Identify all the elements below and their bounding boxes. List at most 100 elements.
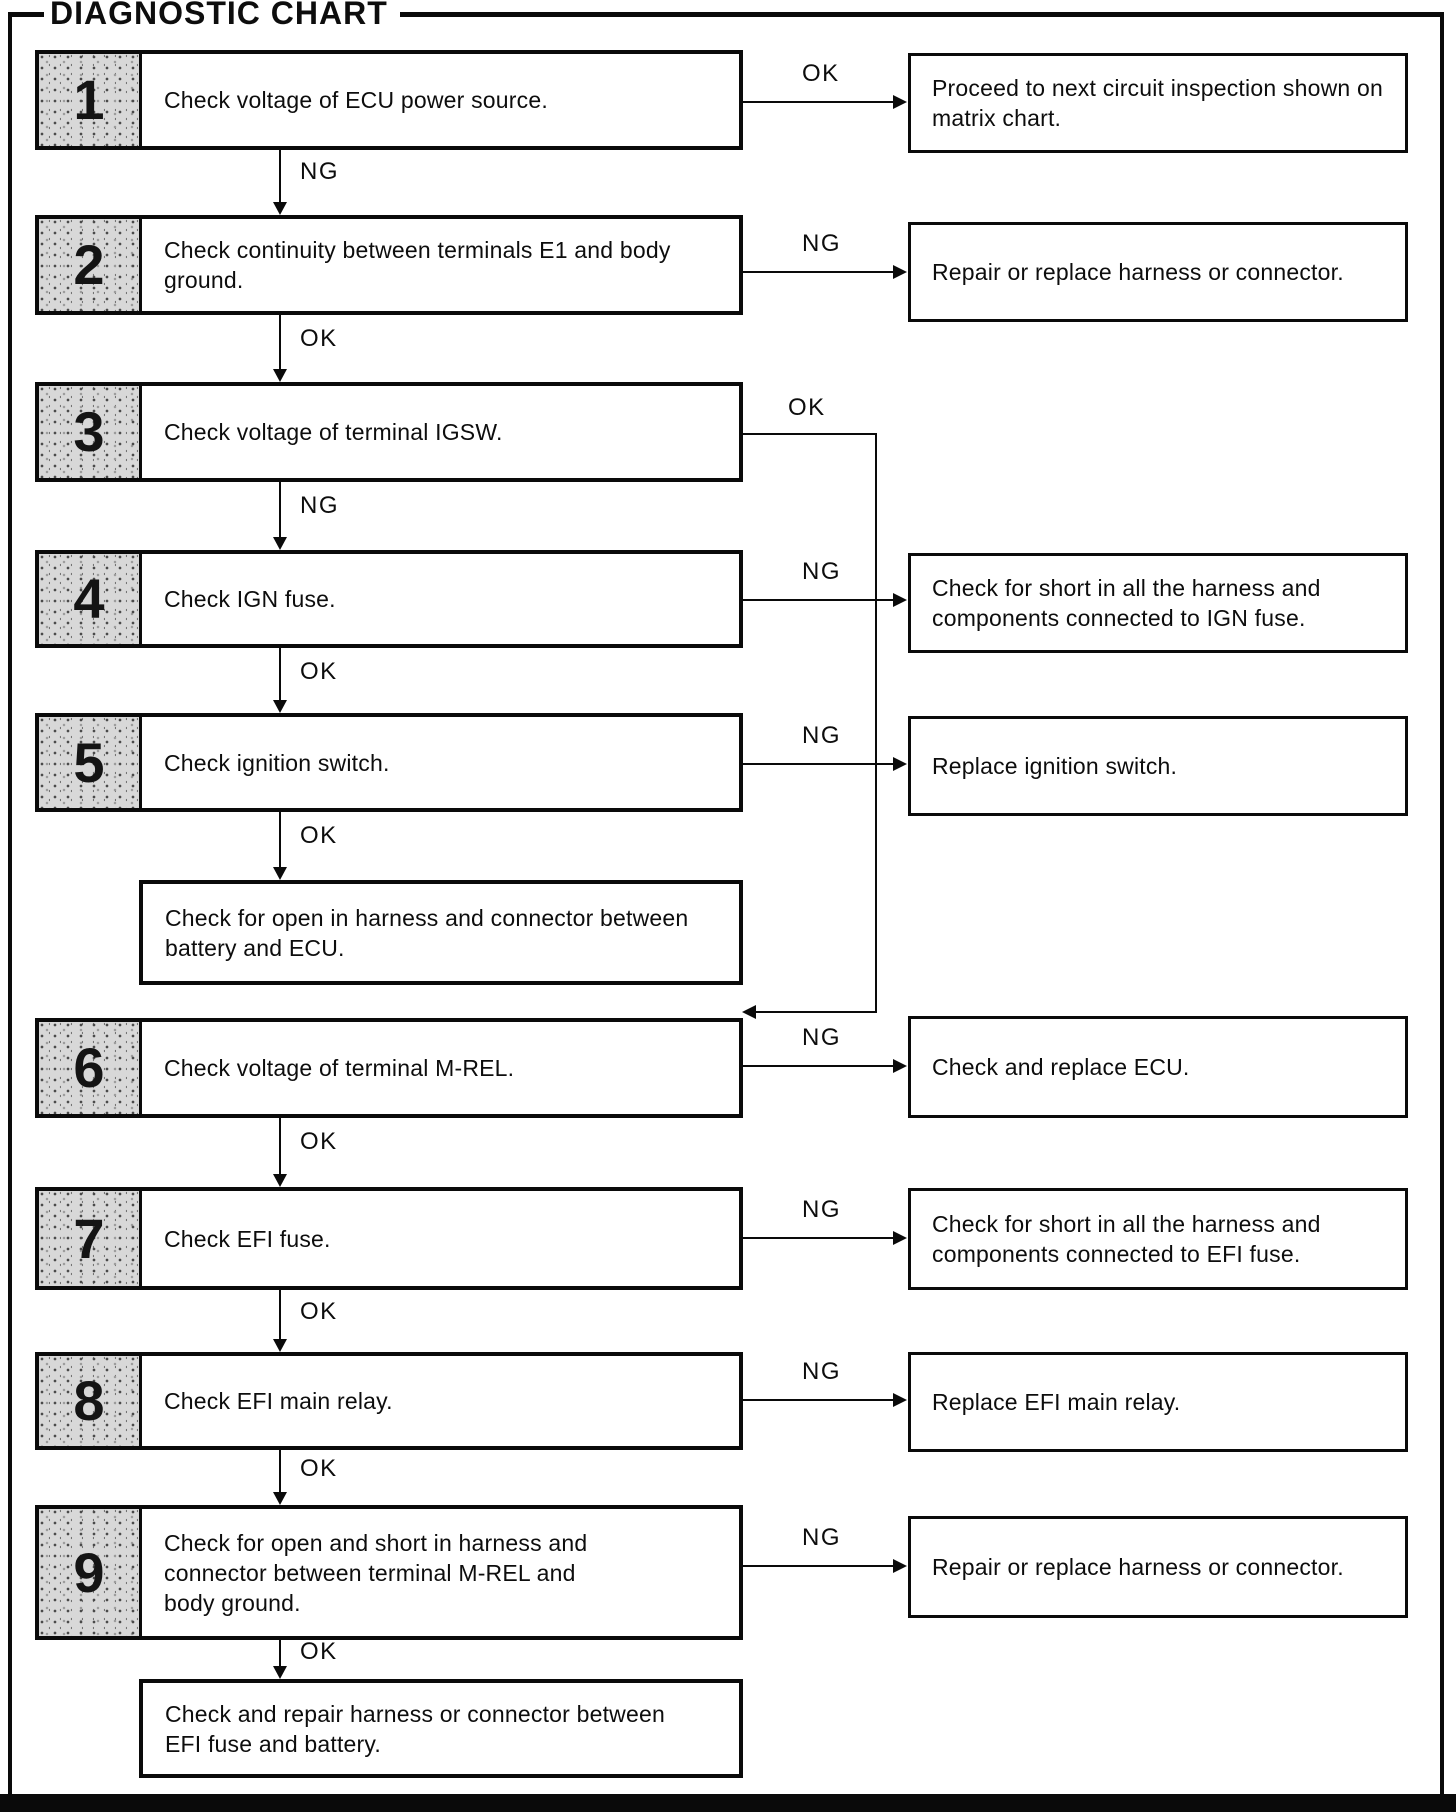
connector-8-9 [279,1450,281,1493]
step-number-badge: 2 [39,219,142,311]
branch-label-ok: OK [300,1298,338,1325]
branch-label-ok: OK [300,658,338,685]
arrowhead-down-icon [273,867,287,880]
arrowhead-down-icon [273,1339,287,1352]
step-number: 6 [73,1036,105,1099]
branch-label-ng: NG [300,158,339,185]
result-box-1: Proceed to next circuit inspection shown… [908,53,1408,153]
step-number: 7 [73,1206,105,1270]
arrowhead-right-icon [893,1393,907,1407]
branch-label-ng: NG [300,492,339,519]
arrowhead-right-icon [893,757,907,771]
step-text: Check voltage of terminal M-REL. [164,1055,515,1081]
branch-label-ok: OK [788,394,826,421]
result-box-6: Check and replace ECU. [908,1016,1408,1118]
branch-label-ok: OK [300,1128,338,1155]
arrowhead-right-icon [893,1559,907,1573]
step-number: 2 [73,233,105,296]
branch-label-ng: NG [802,722,841,749]
branch-label-ng: NG [802,1196,841,1223]
step-box-9: 9 Check for open and short in harness an… [35,1505,743,1640]
step-box-4: 4 Check IGN fuse. [35,550,743,648]
branch-label-ng: NG [802,230,841,257]
step-number: 8 [73,1369,105,1432]
page-border-bottom [0,1794,1456,1812]
arrowhead-right-icon [893,1231,907,1245]
arrowhead-right-icon [893,95,907,109]
page-border-left [8,12,12,1812]
arrowhead-left-icon [742,1005,756,1019]
step-number-badge: 7 [39,1191,142,1286]
arrowhead-down-icon [273,537,287,550]
bypass-3-6-bottom-segment [752,1011,877,1013]
branch-label-ng: NG [802,558,841,585]
step-number: 5 [73,730,105,794]
step-number: 1 [73,68,105,131]
step-text: Check voltage of ECU power source. [164,87,548,113]
title-rule-left [8,12,44,17]
step-box-2: 2 Check continuity between terminals E1 … [35,215,743,315]
page-border-right [1440,12,1444,1812]
step-text: Check ignition switch. [164,749,390,776]
result-box-4: Check for short in all the harness and c… [908,553,1408,653]
arrowhead-down-icon [273,700,287,713]
branch-label-ok: OK [300,822,338,849]
branch-label-ok: OK [300,325,338,352]
result-box-8: Replace EFI main relay. [908,1352,1408,1452]
step-text: Check EFI fuse. [164,1225,331,1252]
result-box-2: Repair or replace harness or connector. [908,222,1408,322]
branch-label-ng: NG [802,1024,841,1051]
title-rule-right [400,12,1442,17]
connector-7-result [743,1237,895,1239]
branch-label-ok: OK [802,60,840,87]
connector-2-3 [279,315,281,370]
arrowhead-down-icon [273,1492,287,1505]
arrowhead-down-icon [273,1666,287,1679]
connector-6-result [743,1065,895,1067]
connector-3-4 [279,482,281,538]
step-box-6: 6 Check voltage of terminal M-REL. [35,1018,743,1118]
step-text: Check IGN fuse. [164,586,336,612]
arrowhead-down-icon [273,369,287,382]
arrowhead-right-icon [893,265,907,279]
step-number-badge: 6 [39,1022,142,1114]
step-number-badge: 1 [39,54,142,146]
step-box-5: 5 Check ignition switch. [35,713,743,812]
arrowhead-right-icon [893,1059,907,1073]
step-number: 4 [73,567,105,630]
branch-label-ok: OK [300,1638,338,1665]
connector-7-8 [279,1290,281,1340]
terminal-box-battery-ecu: Check for open in harness and connector … [139,880,743,985]
connector-6-7 [279,1118,281,1175]
connector-4-result [743,599,895,601]
arrowhead-down-icon [273,202,287,215]
step-number-badge: 5 [39,717,142,808]
connector-9-terminal [279,1640,281,1667]
result-box-7: Check for short in all the harness and c… [908,1188,1408,1290]
branch-label-ok: OK [300,1455,338,1482]
step-text: Check for open and short in harness and … [164,1529,588,1616]
arrowhead-down-icon [273,1174,287,1187]
connector-5-result [743,763,895,765]
connector-4-5 [279,648,281,701]
step-number-badge: 4 [39,554,142,644]
step-number: 3 [73,400,105,463]
step-text: Check EFI main relay. [164,1388,393,1414]
step-number-badge: 3 [39,386,142,478]
step-text: Check continuity between terminals E1 an… [164,237,671,293]
connector-2-result [743,271,895,273]
bypass-3-6-vertical-segment [875,433,877,1013]
connector-1-2 [279,150,281,203]
connector-9-result [743,1565,895,1567]
step-number-badge: 9 [39,1509,142,1636]
arrowhead-right-icon [893,593,907,607]
step-box-1: 1 Check voltage of ECU power source. [35,50,743,150]
terminal-box-efi-fuse-battery: Check and repair harness or connector be… [139,1679,743,1778]
step-box-8: 8 Check EFI main relay. [35,1352,743,1450]
branch-label-ng: NG [802,1524,841,1551]
branch-label-ng: NG [802,1358,841,1385]
step-text: Check voltage of terminal IGSW. [164,419,503,445]
step-number-badge: 8 [39,1356,142,1446]
step-number: 9 [73,1540,105,1604]
